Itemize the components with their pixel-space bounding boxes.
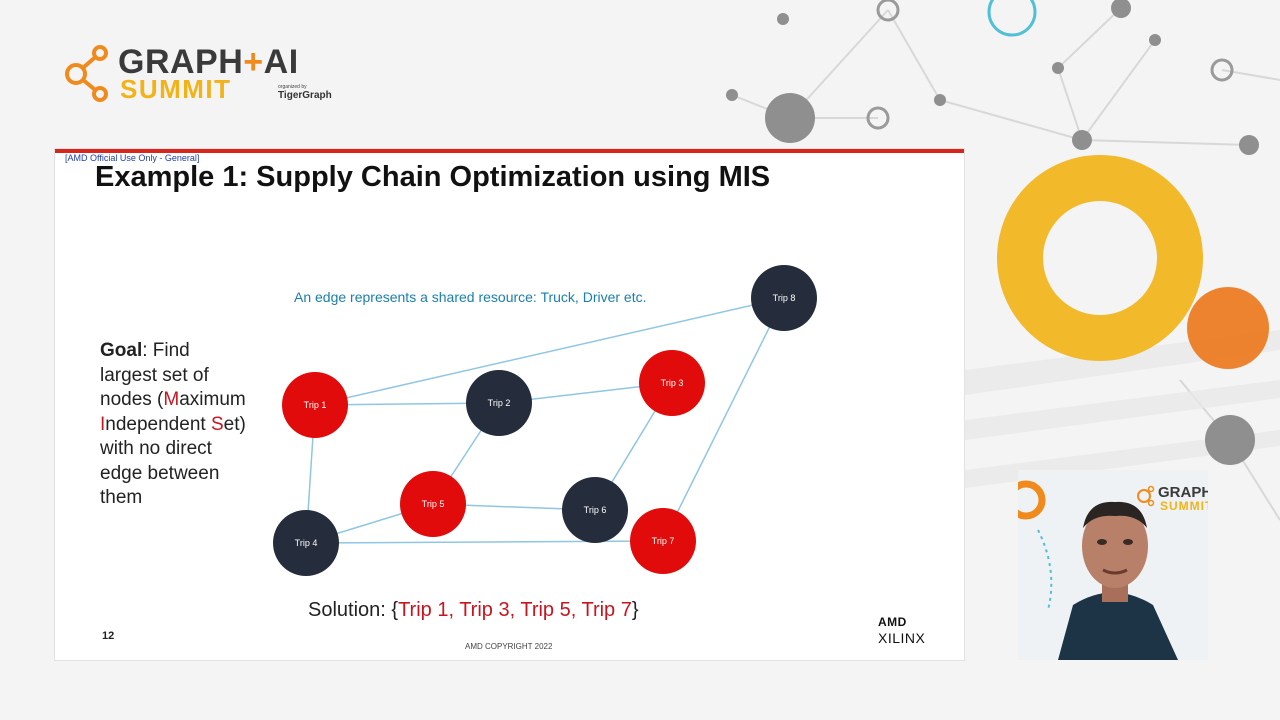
- xilinx-logo-text: XILINX: [878, 630, 926, 646]
- webcam-background: [1018, 480, 1178, 660]
- graph-node-t4: [273, 510, 339, 576]
- graph-node-t8: [751, 265, 817, 331]
- graph-edge: [314, 297, 785, 406]
- graph-network-icon: [65, 45, 108, 102]
- trip-graph-diagram: An edge represents a shared resource: Tr…: [273, 265, 817, 576]
- slide-top-rule: [55, 149, 964, 153]
- graph-node-label: Trip 3: [661, 378, 684, 388]
- presentation-slide: [AMD Official Use Only - General] Exampl…: [54, 148, 965, 661]
- goal-description: Goal: Find largest set of nodes (Maximum…: [100, 340, 246, 508]
- slide-page-number: 12: [102, 630, 115, 642]
- graph-node-t1: [282, 372, 348, 438]
- speaker-webcam-video: GRAPH SUMMIT: [1018, 470, 1208, 660]
- graph-node-t5: [400, 471, 466, 537]
- graph-ai-summit-logo: GRAPH+AI SUMMIT organized by TigerGraph: [62, 44, 342, 104]
- webcam-logo-summit: SUMMIT: [1160, 499, 1208, 513]
- graph-edge: [305, 540, 664, 544]
- graph-node-label: Trip 4: [295, 538, 318, 548]
- graph-node-label: Trip 5: [422, 499, 445, 509]
- logo-graph-text: GRAPH+AI: [118, 43, 299, 81]
- logo-organizer: TigerGraph: [278, 90, 332, 101]
- graph-node-label: Trip 2: [488, 398, 511, 408]
- graph-node-t2: [466, 370, 532, 436]
- edge-note: An edge represents a shared resource: Tr…: [294, 289, 647, 305]
- graph-node-label: Trip 1: [304, 400, 327, 410]
- logo-organized-by: organized by: [278, 84, 307, 90]
- graph-node-t3: [639, 350, 705, 416]
- amd-logo-text: AMD: [878, 615, 907, 629]
- solution-text: Solution: {Trip 1, Trip 3, Trip 5, Trip …: [308, 599, 639, 621]
- graph-node-t6: [562, 477, 628, 543]
- copyright-text: AMD COPYRIGHT 2022: [465, 642, 553, 651]
- slide-title: Example 1: Supply Chain Optimization usi…: [95, 161, 771, 193]
- graph-node-label: Trip 7: [652, 536, 675, 546]
- graph-edge: [662, 297, 785, 542]
- graph-node-t7: [630, 508, 696, 574]
- graph-node-label: Trip 8: [773, 293, 796, 303]
- logo-summit-text: SUMMIT: [120, 74, 232, 104]
- solution-trips: Trip 1, Trip 3, Trip 5, Trip 7: [398, 599, 632, 621]
- classification-label: [AMD Official Use Only - General]: [65, 153, 200, 163]
- graph-node-label: Trip 6: [584, 505, 607, 515]
- webcam-logo-graph: GRAPH: [1158, 484, 1208, 501]
